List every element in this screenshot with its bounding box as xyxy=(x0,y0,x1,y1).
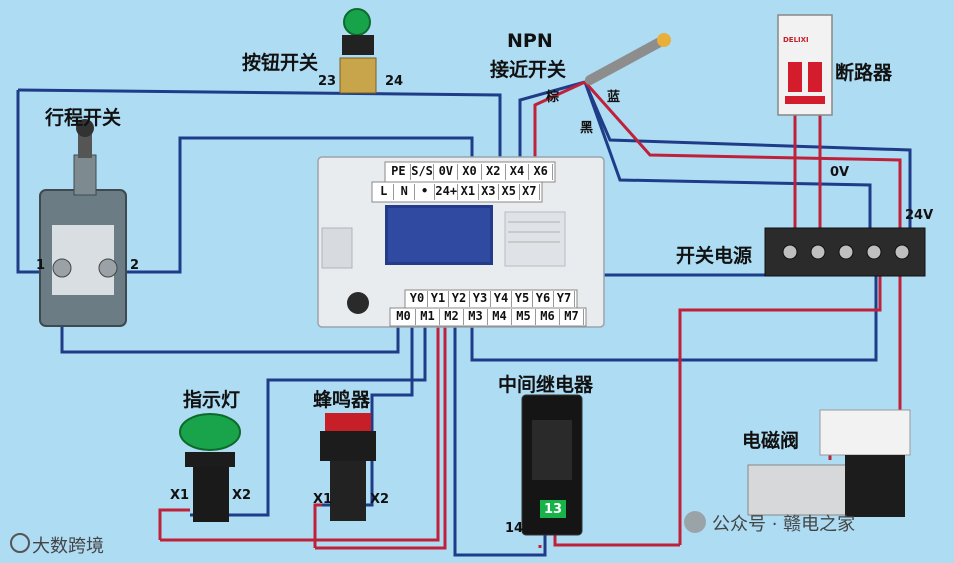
plc-terminal-m0: M0 xyxy=(392,309,416,325)
push-button-label: 按钮开关 xyxy=(242,52,319,74)
plc-body xyxy=(317,156,605,328)
relay-device xyxy=(521,394,583,536)
plc-terminal-y6: Y6 xyxy=(533,291,554,307)
plc-terminal-y4: Y4 xyxy=(491,291,512,307)
buzzer-pin-x1: X1 xyxy=(313,492,333,507)
breaker-brand: DELIXI xyxy=(783,36,809,44)
push-button-pin-24: 24 xyxy=(385,74,404,89)
solenoid-label: 电磁阀 xyxy=(742,430,800,452)
buzzer-device xyxy=(320,413,376,521)
indicator-lamp-device xyxy=(179,413,241,522)
plc-terminal-0v: 0V xyxy=(434,164,459,180)
plc-terminal-m1: M1 xyxy=(416,309,440,325)
relay-pin-14: 14 xyxy=(505,521,524,536)
breaker-device xyxy=(777,14,833,116)
relay-display-13: 13 xyxy=(544,502,563,517)
plc-terminal-m4: M4 xyxy=(488,309,512,325)
logo-icon xyxy=(10,533,30,553)
plc-terminal-y3: Y3 xyxy=(470,291,491,307)
power-supply-device xyxy=(764,227,926,277)
plc-terminal-l: L xyxy=(374,184,395,200)
indicator-pin-x1: X1 xyxy=(170,488,190,503)
plc-terminal-n: N xyxy=(394,184,415,200)
power-supply-24v-label: 24V xyxy=(905,208,934,223)
plc-terminal-x3: X3 xyxy=(479,184,500,200)
power-supply-label: 开关电源 xyxy=(676,245,753,267)
breaker-label: 断路器 xyxy=(835,62,893,84)
npn-label-line1: NPN xyxy=(507,30,553,52)
indicator-pin-x2: X2 xyxy=(232,488,252,503)
plc-terminal-x1: X1 xyxy=(458,184,479,200)
power-supply-0v-label: 0V xyxy=(830,165,850,180)
buzzer-pin-x2: X2 xyxy=(370,492,390,507)
plc-terminal-x6: X6 xyxy=(529,164,554,180)
limit-switch-pin-1: 1 xyxy=(36,258,46,273)
plc-terminal-m7: M7 xyxy=(560,309,584,325)
plc-terminal-pe: PE xyxy=(387,164,411,180)
limit-switch-device xyxy=(39,119,127,327)
npn-sensor-device xyxy=(585,33,671,85)
plc-terminal-x: • xyxy=(415,184,436,200)
plc-terminal-m3: M3 xyxy=(464,309,488,325)
npn-brown-wire-label: 棕 xyxy=(546,90,560,105)
push-button-device xyxy=(339,8,377,94)
buzzer-label: 蜂鸣器 xyxy=(313,389,371,411)
npn-black-wire-label: 黑 xyxy=(580,121,594,136)
relay-label: 中间继电器 xyxy=(498,374,594,396)
solenoid-valve-device xyxy=(747,409,911,517)
npn-label-line2: 接近开关 xyxy=(490,59,567,81)
red-wires xyxy=(158,80,902,550)
plc-terminal-x2: X2 xyxy=(482,164,506,180)
plc-terminal-y0: Y0 xyxy=(407,291,428,307)
indicator-label: 指示灯 xyxy=(183,389,241,411)
plc-terminal-m6: M6 xyxy=(536,309,560,325)
plc-terminal-sxs: S/S xyxy=(411,164,435,180)
plc-terminal-24x: 24+ xyxy=(435,184,459,200)
plc-terminal-y7: Y7 xyxy=(554,291,575,307)
watermark-right: 公众号 · 赣电之家 xyxy=(712,514,856,535)
plc-terminal-x4: X4 xyxy=(506,164,530,180)
watermark-left: 大数跨境 xyxy=(32,536,104,557)
limit-switch-pin-2: 2 xyxy=(130,258,140,273)
plc-terminal-y1: Y1 xyxy=(428,291,449,307)
plc-terminal-x7: X7 xyxy=(520,184,540,200)
plc-terminal-y2: Y2 xyxy=(449,291,470,307)
plc-terminal-y5: Y5 xyxy=(512,291,533,307)
plc-terminal-x5: X5 xyxy=(499,184,520,200)
limit-switch-label: 行程开关 xyxy=(45,107,122,129)
push-button-pin-23: 23 xyxy=(318,74,337,89)
plc-terminal-m5: M5 xyxy=(512,309,536,325)
plc-terminal-m2: M2 xyxy=(440,309,464,325)
wechat-icon xyxy=(684,511,706,533)
plc-terminal-x0: X0 xyxy=(458,164,482,180)
npn-blue-wire-label: 蓝 xyxy=(607,90,621,105)
